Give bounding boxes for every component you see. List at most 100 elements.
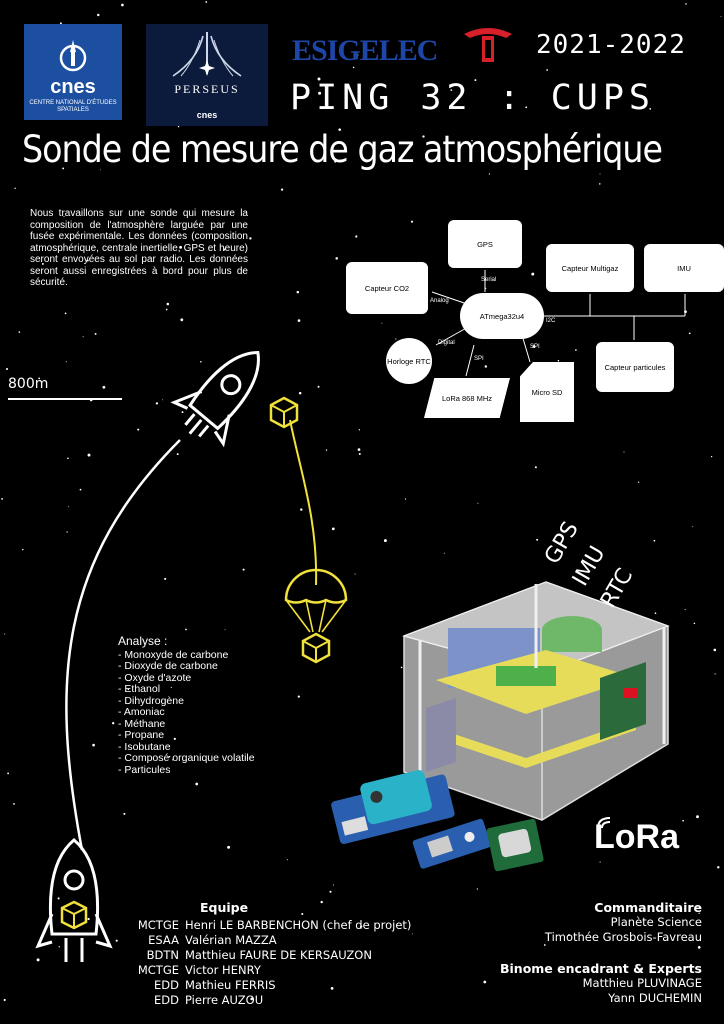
- star: [332, 884, 335, 886]
- list-item: - Méthane: [118, 717, 166, 730]
- star: [575, 349, 577, 351]
- project-name: PING 32 : CUPS: [290, 78, 656, 118]
- binome-line: Yann DUCHEMIN: [608, 991, 702, 1005]
- star: [713, 648, 717, 652]
- member-org: EDD: [154, 993, 179, 1007]
- star: [166, 302, 170, 306]
- model-label-imu: IMU: [568, 541, 611, 591]
- diagram-node-sd: Micro SD: [520, 362, 574, 422]
- star: [698, 912, 700, 914]
- star: [87, 453, 91, 457]
- star: [173, 737, 176, 741]
- star: [412, 933, 413, 935]
- star: [696, 815, 699, 819]
- star: [195, 782, 199, 786]
- list-item: - Amoniac: [118, 706, 165, 718]
- intro-paragraph: Nous travaillons sur une sonde qui mesur…: [30, 208, 248, 288]
- star: [68, 506, 70, 508]
- member-org: EDD: [154, 978, 179, 992]
- list-item: - Particules: [118, 763, 171, 776]
- star: [14, 187, 16, 190]
- star: [94, 332, 97, 335]
- star: [280, 188, 284, 191]
- table-row: MCTGE Victor HENRY: [120, 963, 261, 978]
- star: [79, 488, 82, 491]
- star: [185, 628, 187, 631]
- lora-waves-icon: [597, 817, 611, 829]
- diagram-node-particules: Capteur particules: [596, 342, 674, 392]
- star: [102, 385, 106, 389]
- diagram-node-co2: Capteur CO2: [346, 262, 428, 314]
- team-title: Equipe: [200, 900, 249, 915]
- list-item: - Dioxyde de carbone: [118, 660, 218, 672]
- star: [18, 331, 21, 333]
- star: [4, 633, 6, 635]
- perseus-emblem-icon: [172, 32, 242, 77]
- cnes-logo-text: cnes: [50, 76, 96, 98]
- star: [531, 272, 535, 276]
- star: [63, 216, 65, 218]
- star: [64, 312, 67, 315]
- star: [67, 457, 69, 460]
- rocket-bottom-icon: [35, 838, 113, 962]
- star: [176, 453, 179, 456]
- star: [484, 365, 488, 368]
- star: [720, 16, 722, 17]
- star: [443, 552, 445, 554]
- star: [97, 13, 100, 17]
- member-name: Valérian MAZZA: [185, 933, 277, 947]
- star: [693, 622, 696, 625]
- rocket-top-icon: [170, 350, 260, 448]
- star: [352, 66, 355, 69]
- star: [170, 686, 172, 688]
- star: [710, 455, 713, 458]
- star: [181, 411, 184, 414]
- star: [599, 173, 601, 175]
- star: [168, 755, 171, 758]
- star: [649, 108, 652, 110]
- diagram-node-rtc: Horloge RTC: [386, 338, 432, 384]
- star: [474, 79, 477, 82]
- star: [330, 987, 334, 990]
- analyse-title: Analyse :: [118, 634, 168, 648]
- cnes-emblem-icon: [59, 40, 87, 72]
- page-title: Sonde de mesure de gaz atmosphérique: [22, 128, 663, 171]
- mission-illustration: [35, 350, 348, 962]
- star: [358, 453, 361, 455]
- member-org: MCTGE: [137, 963, 179, 977]
- star: [381, 322, 383, 324]
- star: [57, 897, 60, 900]
- member-org: MCTGE: [137, 918, 179, 932]
- star: [36, 958, 40, 962]
- star: [41, 262, 44, 265]
- rocket-trajectory: [65, 439, 181, 851]
- star: [714, 673, 716, 675]
- edge-label-serial: Serial: [481, 277, 497, 283]
- star: [653, 539, 656, 542]
- probe-trajectory: [289, 419, 318, 586]
- star: [599, 861, 601, 863]
- star: [162, 399, 164, 401]
- star: [483, 980, 487, 984]
- perseus-logo-subtitle: cnes: [196, 110, 218, 120]
- star: [121, 3, 124, 7]
- diagram-node-imu: IMU: [644, 244, 724, 292]
- star: [13, 803, 15, 805]
- star: [331, 527, 335, 531]
- member-name: Victor HENRY: [185, 963, 261, 977]
- star: [112, 722, 115, 725]
- star: [654, 612, 657, 615]
- star: [357, 448, 361, 451]
- star: [476, 888, 479, 890]
- star: [223, 248, 226, 251]
- star: [688, 332, 691, 335]
- altitude-label: 800m: [8, 376, 49, 392]
- commanditaire-line: Planète Science: [610, 915, 702, 929]
- star: [301, 912, 304, 916]
